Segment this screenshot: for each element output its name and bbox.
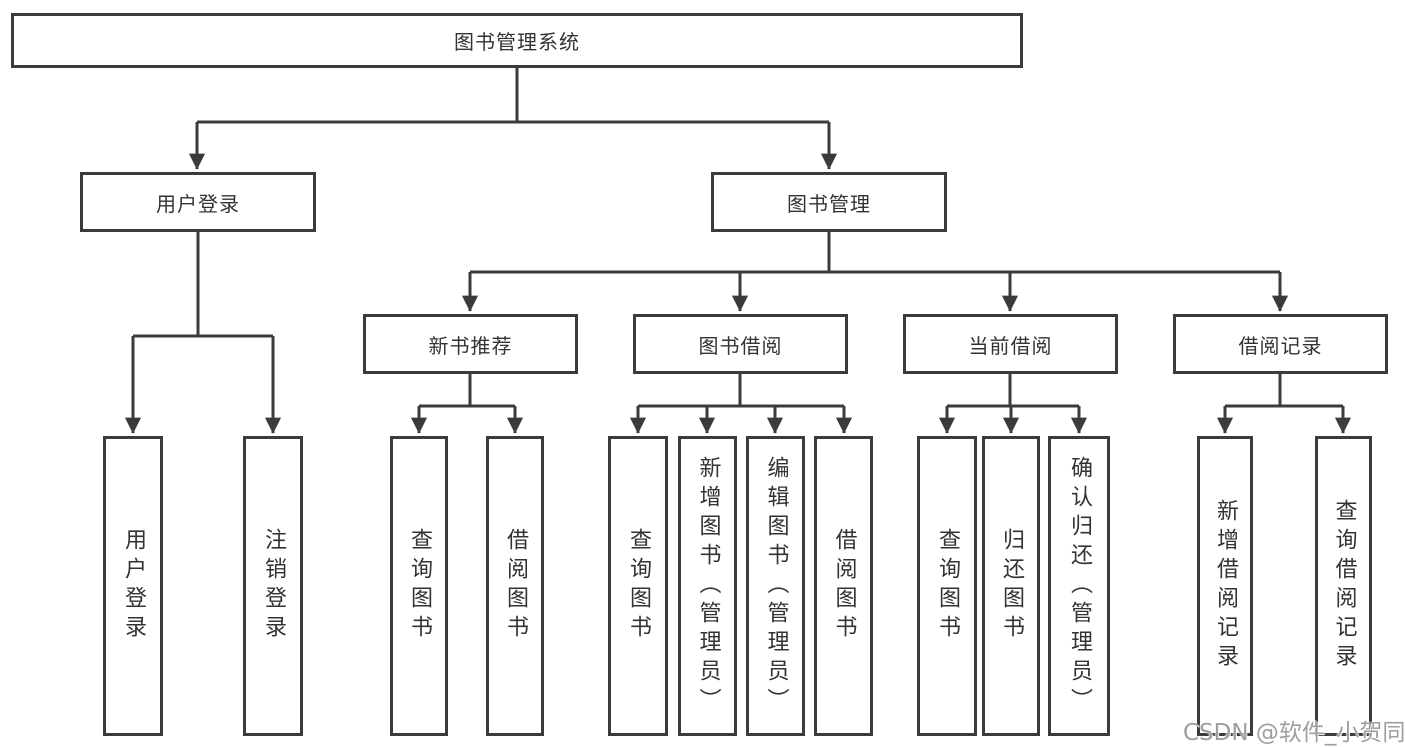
leaf-query-books-recommendation: 查询图书 xyxy=(390,436,448,736)
leaf-query-borrow-record: 查询借阅记录 xyxy=(1315,436,1372,736)
node-book-management-system: 图书管理系统 xyxy=(11,13,1023,68)
leaf-query-books-borrowing: 查询图书 xyxy=(608,436,668,736)
leaf-borrow-books-recommendation: 借阅图书 xyxy=(486,436,544,736)
node-user-login: 用户登录 xyxy=(80,172,316,232)
node-new-book-recommendation: 新书推荐 xyxy=(363,314,578,374)
leaf-edit-book-admin: 编辑图书（管理员） xyxy=(746,436,805,736)
node-book-borrowing: 图书借阅 xyxy=(633,314,848,374)
node-book-management: 图书管理 xyxy=(711,172,947,232)
csdn-watermark: CSDN @软件_小贺同学 xyxy=(1183,720,1405,746)
leaf-user-login: 用户登录 xyxy=(103,436,163,736)
node-borrowing-records: 借阅记录 xyxy=(1173,314,1388,374)
node-current-borrowing: 当前借阅 xyxy=(903,314,1118,374)
leaf-borrow-books-borrowing: 借阅图书 xyxy=(814,436,873,736)
leaf-add-borrow-record: 新增借阅记录 xyxy=(1197,436,1253,736)
leaf-confirm-return-admin: 确认归还（管理员） xyxy=(1048,436,1110,736)
leaf-logout: 注销登录 xyxy=(243,436,303,736)
leaf-return-book: 归还图书 xyxy=(982,436,1040,736)
leaf-add-book-admin: 新增图书（管理员） xyxy=(678,436,737,736)
leaf-query-books-current: 查询图书 xyxy=(917,436,977,736)
